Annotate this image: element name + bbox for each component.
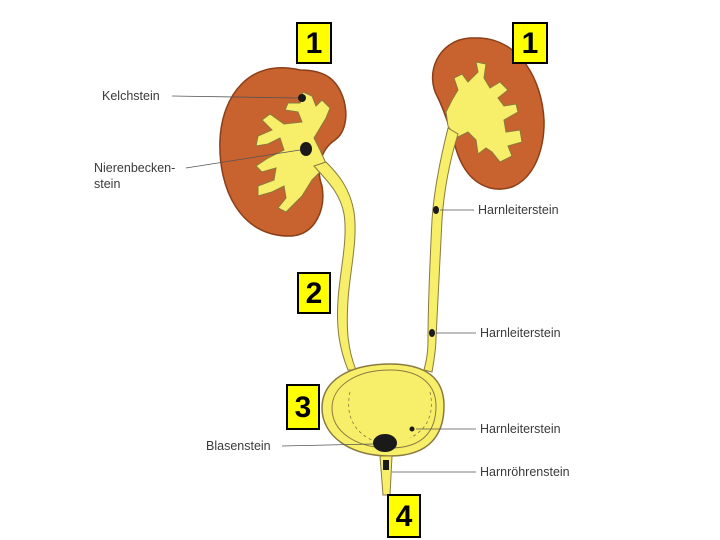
marker-kidney-left: 1 <box>296 22 332 64</box>
ureters <box>313 127 459 373</box>
marker-ureter: 2 <box>297 272 331 314</box>
label-nierenbeckenstein-line2: stein <box>94 177 121 191</box>
leader-kelchstein <box>171 95 299 99</box>
label-blasenstein: Blasenstein <box>206 439 271 453</box>
right-kidney <box>431 37 545 190</box>
bladder-inner-dashed <box>348 391 432 441</box>
bladder <box>321 363 445 457</box>
label-harnleiterstein-upper: Harnleiterstein <box>478 203 559 217</box>
nierenbeckenstein-stone <box>300 142 312 156</box>
kelchstein-stone <box>298 94 306 102</box>
label-harnleiterstein-lower: Harnleiterstein <box>480 422 561 436</box>
label-harnroehrenstein: Harnröhrenstein <box>480 465 570 479</box>
marker-kidney-right: 1 <box>512 22 548 64</box>
marker-urethra: 4 <box>387 494 421 538</box>
harnleiterstein-lower-stone <box>409 426 415 432</box>
left-kidney <box>219 67 347 237</box>
right-ureter <box>423 127 459 373</box>
label-kelchstein: Kelchstein <box>102 89 160 103</box>
harnleiterstein-middle-stone <box>429 329 435 337</box>
marker-bladder: 3 <box>286 384 320 430</box>
blasenstein-stone <box>373 434 397 452</box>
right-renal-pelvis <box>445 61 523 163</box>
urethra <box>379 455 393 496</box>
leader-blasenstein <box>281 443 374 447</box>
label-harnleiterstein-middle: Harnleiterstein <box>480 326 561 340</box>
leader-nierenbeckenstein <box>185 149 301 169</box>
leader-lines <box>171 95 476 473</box>
left-renal-pelvis <box>255 91 331 213</box>
harnroehrenstein-stone <box>383 460 389 470</box>
label-nierenbeckenstein-line1: Nierenbecken- <box>94 161 176 175</box>
harnleiterstein-upper-stone <box>433 206 439 214</box>
